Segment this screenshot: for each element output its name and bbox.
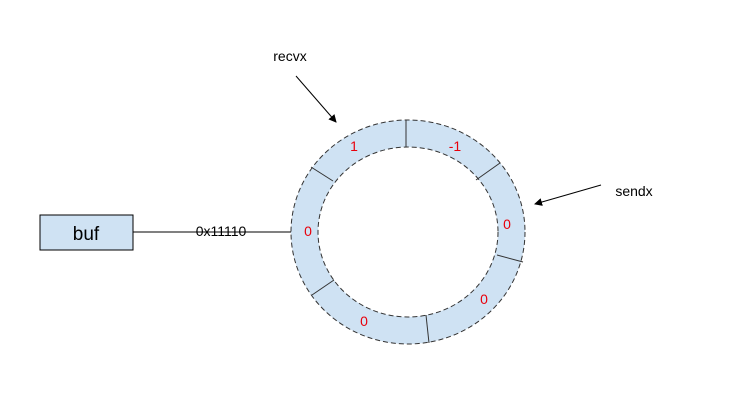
slot-value: 0 — [304, 223, 312, 239]
sendx-arrow — [534, 184, 602, 206]
slot-divider — [475, 162, 501, 181]
ring-outer-edge — [290, 119, 526, 345]
recvx-label: recvx — [273, 48, 306, 64]
slot-divider — [425, 314, 430, 344]
slot-divider — [496, 254, 524, 263]
recvx-pointer: recvx — [273, 48, 337, 123]
slot-value: 1 — [350, 138, 358, 154]
slot-value: 0 — [503, 216, 511, 232]
slot-value: 0 — [360, 313, 368, 329]
ring-inner-edge — [317, 146, 499, 318]
sendx-pointer: sendx — [534, 183, 653, 206]
buf-node: buf — [39, 214, 134, 251]
sendx-label: sendx — [615, 183, 652, 199]
buf-box — [39, 214, 134, 251]
address-label: 0x11110 — [196, 223, 247, 239]
recvx-arrow — [295, 75, 337, 123]
slot-divider — [311, 279, 335, 296]
slot-value: 0 — [480, 291, 488, 307]
slot-divider — [310, 166, 334, 182]
ring-buffer: 1 -1 0 0 0 0 — [290, 119, 526, 345]
buf-label: buf — [73, 224, 100, 245]
ring-band — [291, 120, 525, 344]
slot-value: -1 — [449, 138, 462, 154]
